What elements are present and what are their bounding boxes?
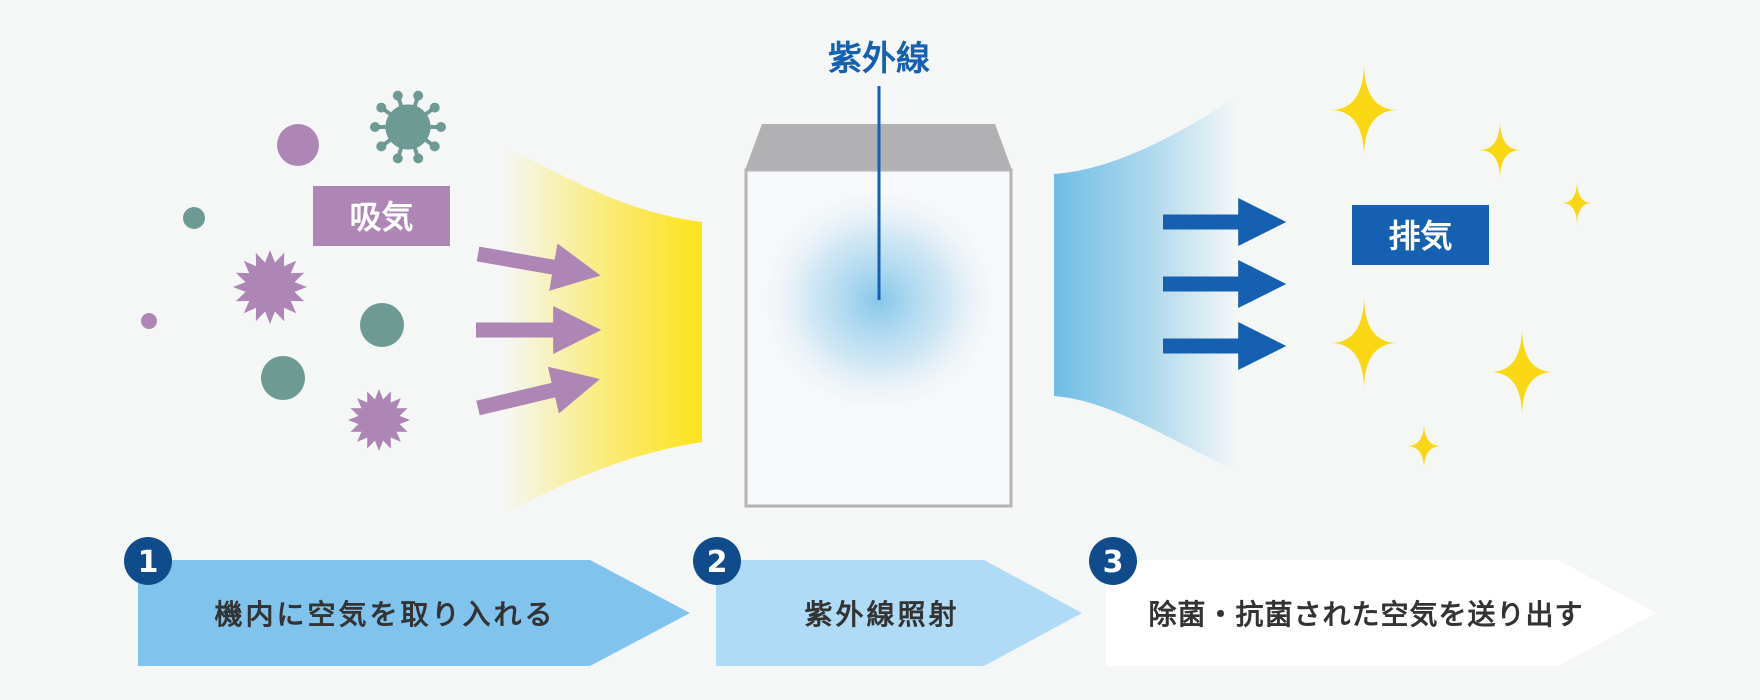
particle-teal-circle: [360, 303, 404, 347]
step-2-number: 2: [707, 545, 728, 580]
virus-spike-tip: [413, 90, 424, 101]
step-2: 紫外線照射 2: [693, 537, 1082, 666]
sparkle-icon: [1407, 422, 1441, 470]
particle-purple-circle: [141, 313, 157, 329]
intake-funnel: [502, 146, 702, 515]
step-1-banner: [138, 560, 690, 666]
virus-spike-tip: [370, 122, 380, 132]
purifier-unit: [744, 86, 1013, 508]
virus-spike-tip: [436, 122, 446, 132]
virus-spike-tip: [392, 90, 403, 101]
particle-teal-circle: [183, 207, 205, 229]
step-3-number: 3: [1103, 545, 1124, 580]
particle-purple-circle: [277, 124, 319, 166]
step-1-number: 1: [138, 545, 159, 580]
spiky-particle-icon: [233, 250, 307, 324]
step-3-banner: [1106, 560, 1656, 666]
virus-spike-tip: [392, 153, 403, 164]
virus-spike-tip: [376, 141, 387, 152]
sparkle-icon: [1330, 295, 1398, 391]
sparkle-icon: [1490, 327, 1554, 417]
sparkle-icon: [1562, 180, 1592, 226]
step-3-badge: [1089, 537, 1137, 585]
exhaust-label: 排気: [1388, 217, 1452, 255]
particle-teal-circle: [261, 356, 305, 400]
step-2-badge: [693, 537, 741, 585]
virus-spike-tip: [429, 141, 440, 152]
exhaust-funnel: [1054, 96, 1238, 472]
step-1: 機内に空気を取り入れる 1: [124, 537, 690, 666]
virus-spike-tip: [429, 102, 440, 113]
step-1-badge: [124, 537, 172, 585]
sparkle-icon: [1479, 120, 1521, 180]
virus-spike-tip: [376, 102, 387, 113]
intake-arrow: [476, 366, 601, 416]
virus-body: [385, 104, 431, 150]
intake-label: 吸気: [349, 198, 413, 236]
step-3-text: 除菌・抗菌された空気を送り出す: [1148, 598, 1583, 631]
step-3: 除菌・抗菌された空気を送り出す 3: [1089, 537, 1656, 666]
virus-icon: [370, 90, 446, 164]
uv-label: 紫外線: [828, 39, 930, 79]
spiky-particle-icon: [348, 389, 410, 451]
intake-label-box: [313, 186, 450, 246]
step-1-text: 機内に空気を取り入れる: [214, 598, 555, 631]
intake-arrow: [476, 243, 601, 291]
virus-spike-tip: [413, 153, 424, 164]
sparkle-icon: [1330, 62, 1398, 158]
exhaust-label-box: [1352, 205, 1489, 265]
step-2-banner: [716, 560, 1082, 666]
step-2-text: 紫外線照射: [804, 598, 959, 631]
